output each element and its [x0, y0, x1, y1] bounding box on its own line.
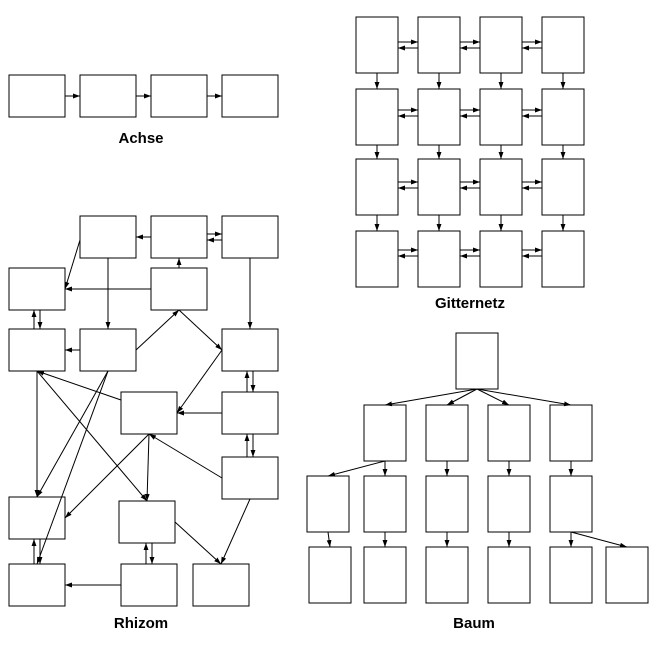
grid-node: [541, 158, 585, 216]
grid-node: [479, 88, 523, 146]
tree-node: [425, 475, 469, 533]
rhizom-node: [8, 328, 66, 372]
tree-leaf: [549, 546, 593, 604]
grid-node: [355, 230, 399, 288]
grid-node: [417, 88, 461, 146]
rhizom-caption: Rhizom: [114, 615, 168, 632]
rhizom-node: [118, 500, 176, 544]
tree-node: [425, 404, 469, 462]
baum-group: Baum: [306, 332, 649, 632]
tree-node: [487, 475, 531, 533]
rhizom-node: [221, 391, 279, 435]
achse-node-3: [150, 74, 208, 118]
baum-edges: [326, 388, 628, 548]
achse-group: Achse: [8, 74, 279, 147]
grid-node: [417, 158, 461, 216]
grid-node: [479, 230, 523, 288]
tree-leaf: [605, 546, 649, 604]
rhizom-node: [8, 267, 66, 311]
grid-horizontal-edges: [398, 39, 542, 259]
tree-leaf: [363, 546, 407, 604]
rhizom-node: [120, 563, 178, 607]
rhizom-node: [120, 391, 178, 435]
grid-node: [479, 158, 523, 216]
rhizom-node: [8, 496, 66, 540]
grid-node: [355, 16, 399, 74]
grid-node: [541, 88, 585, 146]
rhizom-node: [221, 328, 279, 372]
achse-node-2: [79, 74, 137, 118]
grid-node: [541, 230, 585, 288]
gitternetz-group: Gitternetz: [355, 16, 585, 312]
rhizom-node: [79, 215, 137, 259]
tree-leaf: [308, 546, 352, 604]
grid-node: [355, 158, 399, 216]
achse-node-1: [8, 74, 66, 118]
rhizom-node: [221, 215, 279, 259]
tree-node: [363, 475, 407, 533]
tree-node: [487, 404, 531, 462]
rhizom-node: [192, 563, 250, 607]
tree-node: [549, 404, 593, 462]
rhizom-node: [8, 563, 66, 607]
achse-node-4: [221, 74, 279, 118]
baum-caption: Baum: [453, 615, 495, 632]
tree-node: [306, 475, 350, 533]
rhizom-node: [79, 328, 137, 372]
rhizom-node: [221, 456, 279, 500]
rhizom-edges: [31, 231, 256, 588]
gitternetz-caption: Gitternetz: [435, 295, 505, 312]
rhizom-group: Rhizom: [8, 215, 279, 632]
grid-vertical-edges: [374, 73, 566, 231]
achse-caption: Achse: [118, 130, 163, 147]
grid-node: [355, 88, 399, 146]
tree-leaf: [425, 546, 469, 604]
tree-leaf: [487, 546, 531, 604]
rhizom-node: [150, 267, 208, 311]
grid-node: [417, 16, 461, 74]
tree-root: [455, 332, 499, 390]
tree-node: [363, 404, 407, 462]
tree-node: [549, 475, 593, 533]
grid-node: [541, 16, 585, 74]
grid-node: [417, 230, 461, 288]
grid-node: [479, 16, 523, 74]
rhizom-node: [150, 215, 208, 259]
